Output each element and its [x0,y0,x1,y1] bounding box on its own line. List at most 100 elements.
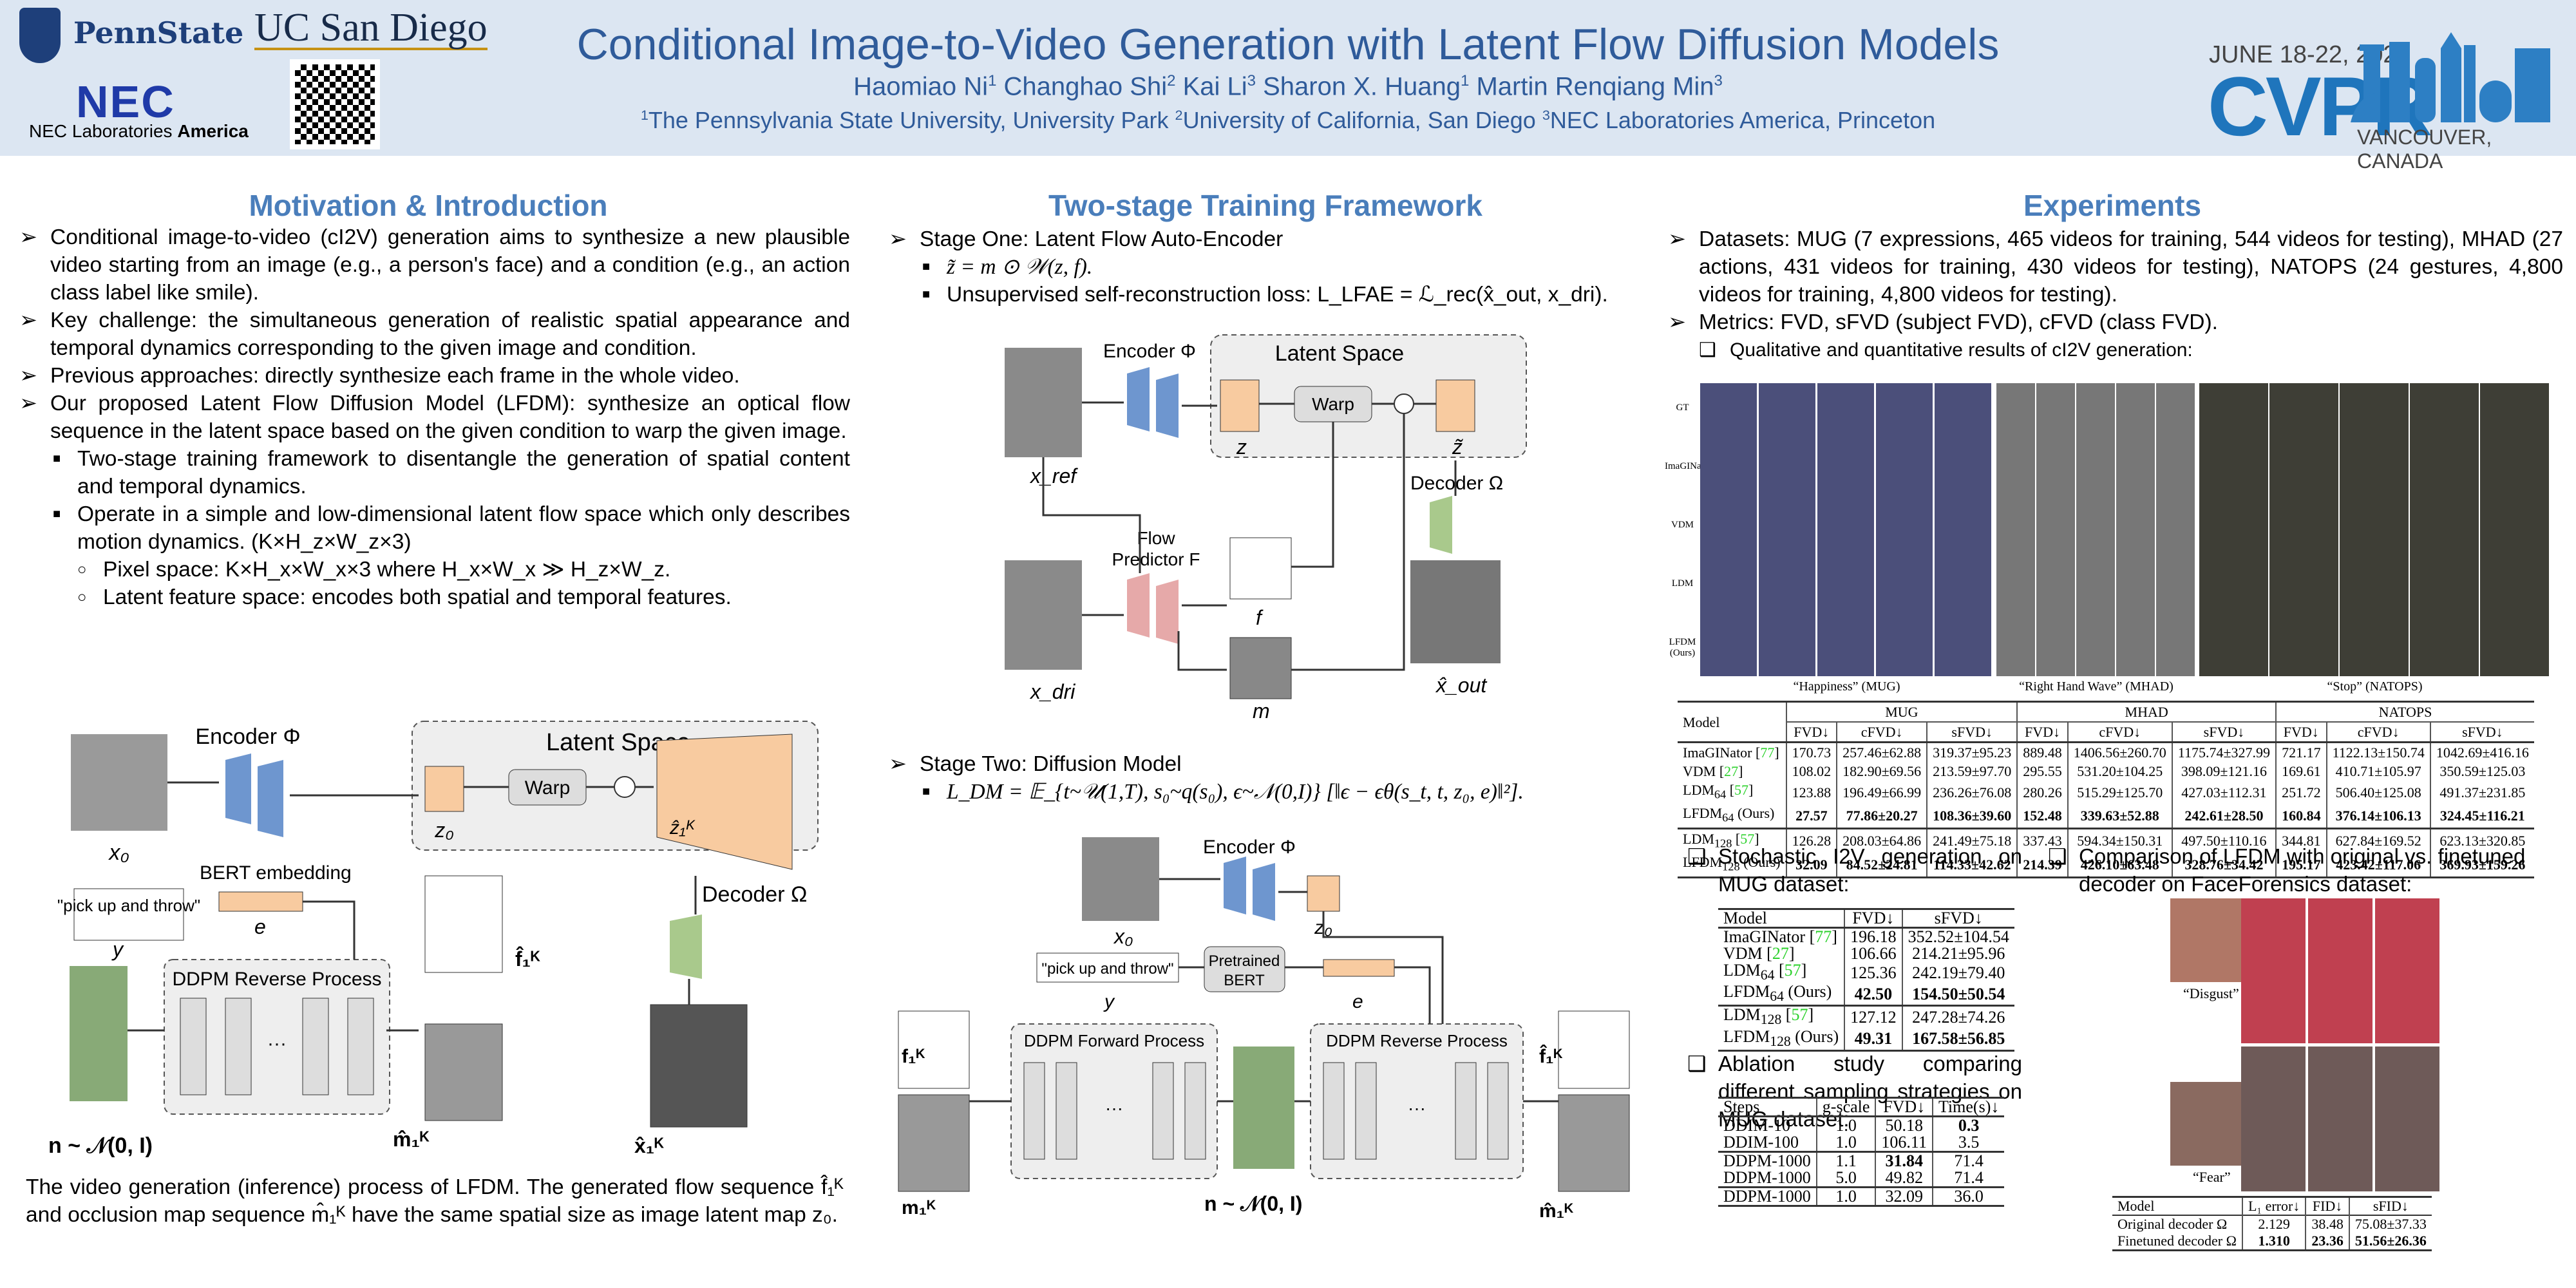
metric-header: FVD↓ [2016,722,2068,743]
stage-one-text: Stage One: Latent Flow Auto-Encoder z̃ =… [889,225,1649,308]
metric-header: cFVD↓ [2067,722,2172,743]
model-subscript: 64 [1770,989,1784,1005]
decoder-block [670,914,702,979]
metric-header: sFVD↓ [2171,722,2277,743]
stage-two-title: Stage Two: Diffusion Model [889,750,1649,778]
bullet-lfdm: Our proposed Latent Flow Diffusion Model… [19,390,850,445]
flow-sequence-gt [898,1010,970,1089]
f-label: f [1256,606,1264,629]
text-condition-box [73,888,184,941]
bullet-metrics: Metrics: FVD, sFVD (subject FVD), cFVD (… [1668,308,2563,336]
pennstate-shield-icon [19,8,61,63]
steps-cell: DDIM-10 [1723,1116,1790,1135]
author-affil-sup: 2 [1167,72,1176,90]
bullet-cI2V: Conditional image-to-video (cI2V) genera… [19,223,850,307]
value-cell: 127.12 [1844,1005,1902,1028]
bert-label-2: BERT [1224,972,1265,989]
qr-code-pattern [295,64,375,144]
text-condition: "pick up and throw" [1041,960,1173,978]
model-subscript: 64 [1760,967,1775,983]
stage-two-diagram: x₀ Encoder Φ z₀ "pick up and throw" y Pr… [898,837,1630,1222]
flow-map [1229,537,1292,600]
nec-labs-logo: NEC Laboratories America [29,121,249,142]
z0-latent [1307,875,1340,912]
model-name: ImaGINator [1723,927,1806,946]
occlusion-sequence [424,1023,503,1121]
section-heading-training: Two-stage Training Framework [1048,189,1482,222]
value-cell: 169.61 [2275,762,2327,781]
model-name: VDM [1683,763,1716,779]
metric-header: sFVD↓ [2429,722,2534,743]
value-cell: 324.45±116.21 [2429,804,2534,829]
z0-latent [424,766,464,812]
input-image-x0 [1082,837,1159,921]
model-header: Model [1678,701,1786,743]
bullet-datasets: Datasets: MUG (7 expressions, 465 videos… [1668,225,2563,308]
y-label: y [111,938,124,961]
column-header: Time(s)↓ [1931,1097,2005,1117]
value-cell: 160.84 [2275,804,2327,829]
model-name-cell: LFDM64 (Ours) [1678,804,1786,828]
ztilde-label: z̃ [1452,435,1463,459]
stage-one-title: Stage One: Latent Flow Auto-Encoder [889,225,1649,253]
model-name: LFDM [1723,1027,1770,1046]
model-name-cell: ImaGINator [77] [1723,927,1837,946]
nec-labs-text: NEC Laboratories [29,121,173,141]
affil-sup: 3 [1542,107,1550,123]
zk-label: ẑ₁ᴷ [669,817,696,838]
warp-label: Warp [525,777,571,799]
value-cell: 2.129 [2241,1215,2306,1233]
xref-label: x_ref [1029,464,1078,488]
output-video [650,1004,748,1128]
value-cell: 51.56±26.36 [2348,1233,2432,1251]
value-cell: 71.4 [1931,1170,2005,1188]
output-video-label: x̂₁ᴷ [634,1134,664,1157]
label-disgust: “Disgust” [2183,985,2239,1001]
affiliation-name: NEC Laboratories America, Princeton [1549,107,1936,133]
y-label: y [1103,991,1115,1012]
value-cell: 182.90±69.56 [1836,762,1927,781]
z-label: z [1236,435,1247,459]
citation-ref: 27 [1724,763,1739,779]
z-latent [1220,379,1260,432]
affil-sup: 1 [640,107,649,123]
occlusion-sequence-gt [898,1094,970,1192]
bert-embedding-label: BERT embedding [200,862,352,884]
value-cell: 1122.13±150.74 [2325,742,2430,762]
panel-label-mhad: “Right Hand Wave” (MHAD) [2019,679,2174,694]
flow-predictor-block [1127,573,1150,638]
bert-label-1: Pretrained [1209,952,1280,970]
qr-code[interactable] [290,59,380,149]
ztilde-latent [1435,379,1475,432]
value-cell: 251.72 [2275,781,2327,804]
sub-sub-bullet-pixel: Pixel space: K×H_x×W_x×3 where H_x×W_x ≫… [19,556,850,583]
value-cell: 721.17 [2275,742,2327,762]
citation-ref: 77 [1760,744,1775,761]
nec-labs-america: America [177,121,249,141]
encoder-block [225,753,251,824]
row-label: VDM [1671,520,1694,530]
motivation-bullets: Conditional image-to-video (cI2V) genera… [19,223,850,611]
value-cell: 196.18 [1844,927,1902,945]
multiply-icon [1394,393,1414,414]
stage-one-loss: Unsupervised self-reconstruction loss: L… [889,281,1649,308]
value-cell: 1406.56±260.70 [2067,742,2172,762]
encoder-block [258,760,283,837]
panel-label-natops: “Stop” (NATOPS) [2327,679,2423,694]
ellipsis: ··· [267,1033,287,1054]
occlusion-map [1229,637,1292,699]
value-cell: 213.59±97.70 [1926,762,2018,781]
warped-latent-sequence [656,734,793,870]
xout-label: x̂_out [1435,674,1487,697]
model-name-cell: LDM64 [57] [1683,782,1754,801]
model-name-cell: VDM [27] [1723,944,1795,963]
row-label: GT [1676,402,1689,413]
citation-ref: 57 [1784,961,1801,980]
